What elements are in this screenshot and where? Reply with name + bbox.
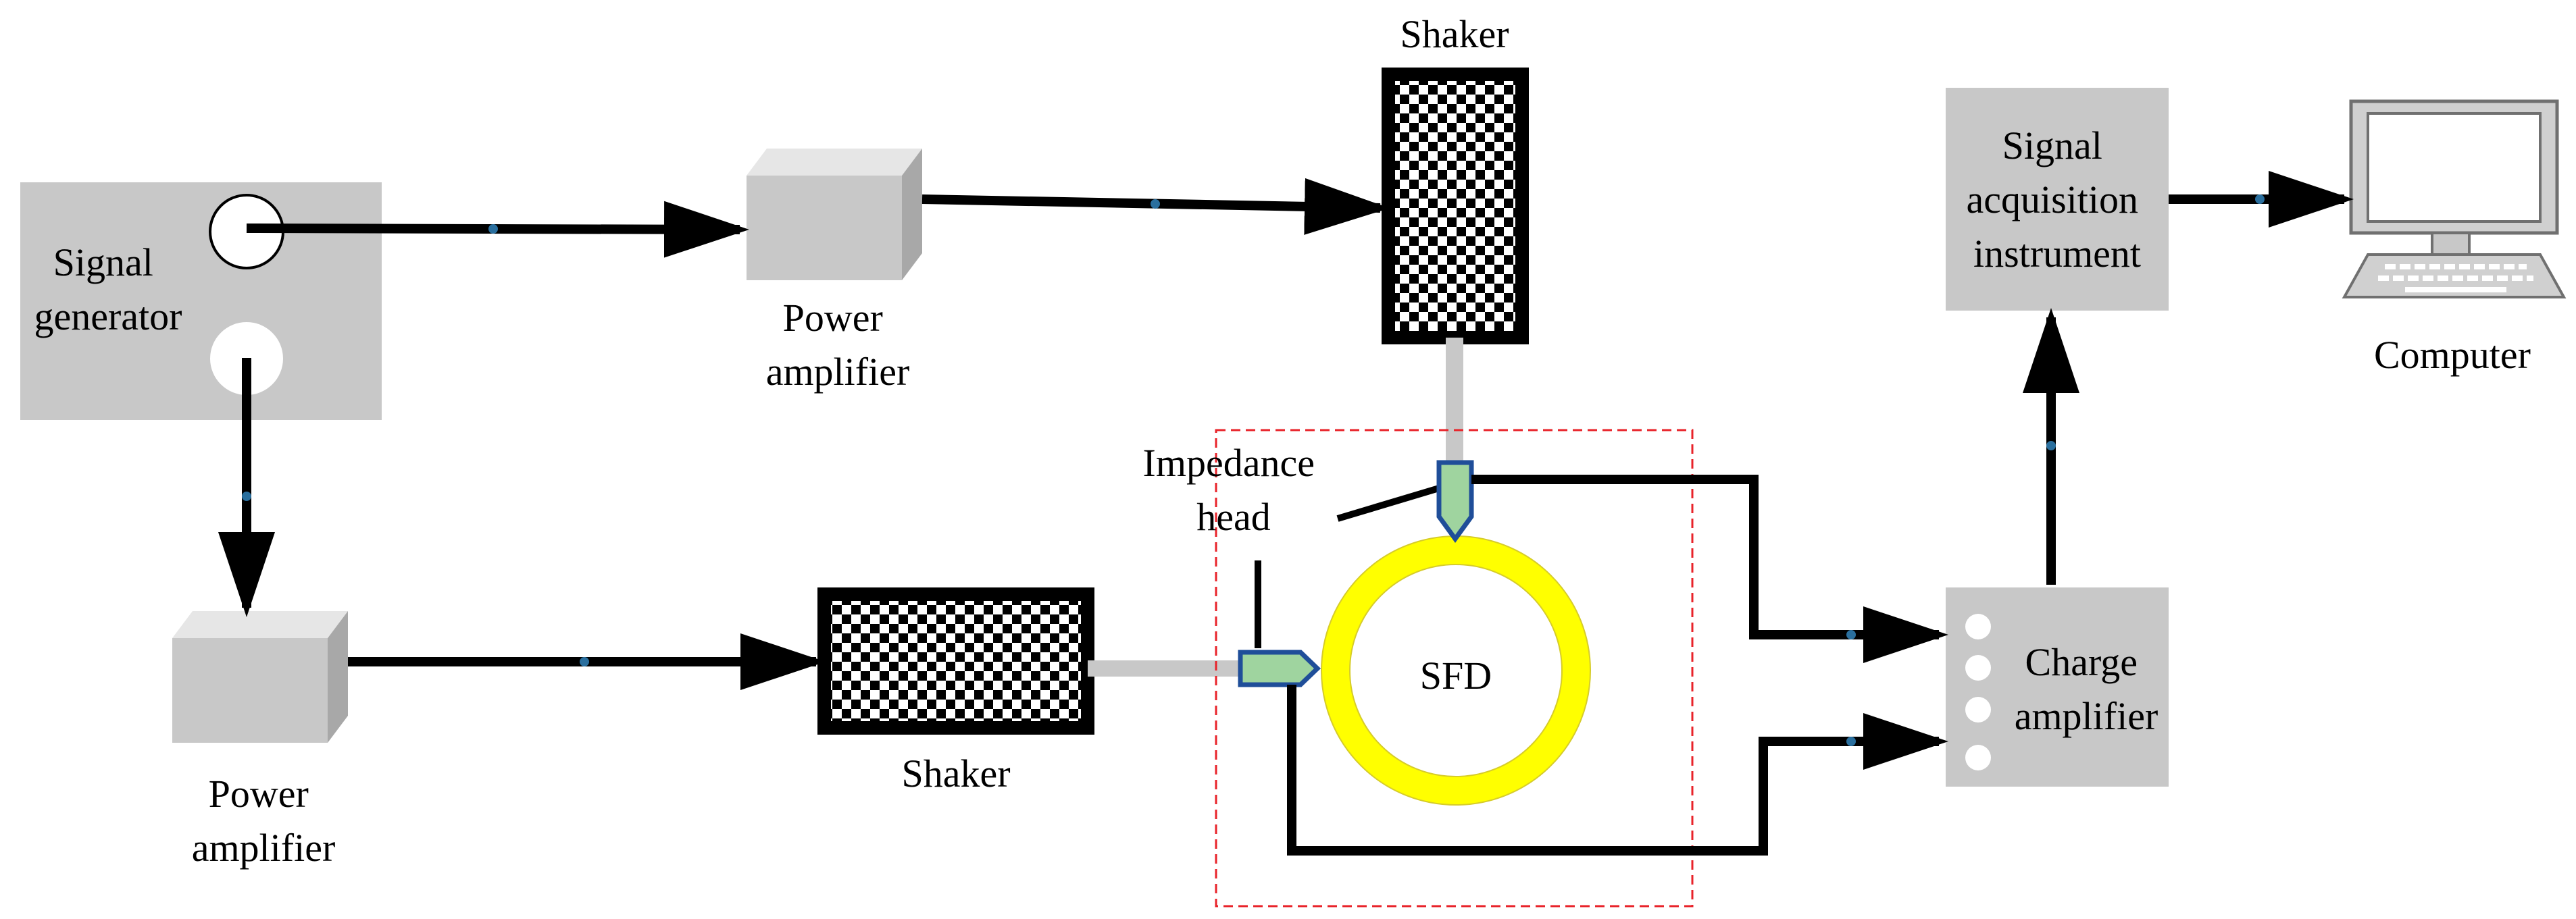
svg-text:Power amplifier: Power amplifier — [192, 772, 336, 870]
svg-text:Charge amplifier: Charge amplifier — [2015, 640, 2158, 738]
power-amplifier-bottom-label-1: Power — [209, 772, 309, 816]
wire-head-side-to-charge — [1287, 685, 1948, 856]
charge-input-2-icon — [1965, 655, 1991, 681]
computer-label: Computer — [2374, 333, 2531, 377]
charge-input-4-icon — [1965, 745, 1991, 770]
shaker-top-label: Shaker — [1400, 12, 1509, 56]
signal-acquisition-label-1: Signal — [2002, 124, 2102, 167]
shaker-bottom-stinger — [1088, 660, 1243, 677]
shaker-top-stinger — [1446, 338, 1463, 463]
wiring — [218, 171, 2354, 856]
svg-text:Power amplifier: Power amplifier — [766, 296, 910, 394]
signal-acquisition-label-2: acquisition — [1966, 178, 2138, 221]
shaker-top: Shaker — [1382, 12, 1529, 463]
power-amplifier-bottom: Power amplifier — [172, 611, 348, 870]
signal-generator-label-2: generator — [34, 294, 182, 338]
charge-input-1-icon — [1965, 614, 1991, 639]
signal-acquisition-instrument: Signal acquisition instrument — [1946, 88, 2169, 311]
power-amplifier-top-label-1: Power — [783, 296, 883, 340]
test-section-boundary — [1215, 429, 1694, 908]
impedance-head-label-1: Impedance — [1143, 441, 1315, 485]
impedance-head-side-icon — [1238, 650, 1321, 687]
charge-input-3-icon — [1965, 697, 1991, 723]
sfd-label: SFD — [1420, 654, 1492, 698]
power-amplifier-top-label-2: amplifier — [766, 350, 910, 394]
signal-generator-label-1: Signal — [53, 240, 153, 284]
signal-acquisition-label-3: instrument — [1973, 232, 2141, 275]
shaker-bottom-label: Shaker — [901, 752, 1010, 795]
impedance-head-top-icon — [1436, 460, 1474, 543]
svg-text:Impedance head: Impedance head — [1143, 441, 1325, 539]
impedance-head-label-2: head — [1196, 495, 1271, 539]
shaker-bottom: Shaker — [817, 587, 1243, 795]
svg-text:Signal generator: Signal generator — [34, 240, 182, 338]
sfd: SFD — [1321, 535, 1591, 806]
power-amplifier-bottom-label-2: amplifier — [192, 826, 336, 870]
impedance-head-leader-1 — [1336, 483, 1447, 522]
computer-icon — [2342, 99, 2567, 298]
power-amplifier-top: Power amplifier — [747, 149, 922, 394]
svg-text:Signal acquisition: Signal acquisition instrument — [1966, 124, 2148, 275]
signal-generator: Signal generator — [20, 182, 382, 420]
charge-amplifier: Charge amplifier — [1946, 587, 2169, 787]
charge-amplifier-label-2: amplifier — [2015, 694, 2158, 738]
charge-amplifier-label-1: Charge — [2025, 640, 2138, 684]
